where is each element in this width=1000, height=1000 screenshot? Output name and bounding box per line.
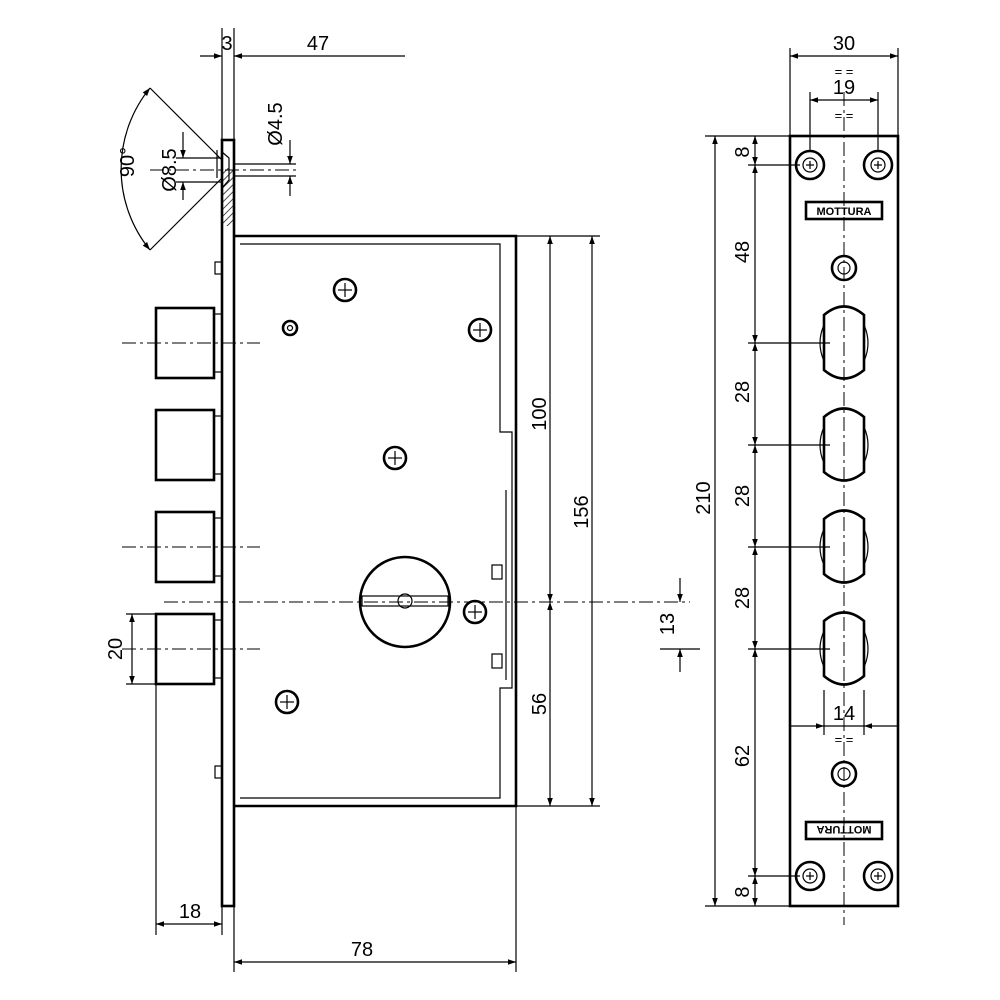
- bolt-2: [154, 408, 223, 482]
- brand-label-bottom: MOTTURA: [816, 823, 871, 835]
- dim-hole-spacing: 19: [833, 77, 855, 99]
- dim-bottom-edge: 8: [732, 886, 754, 897]
- dim-total-height: 210: [693, 481, 715, 514]
- dim-bolt-height: 20: [105, 638, 127, 660]
- screw-hole-lower-center: [830, 760, 858, 788]
- lock-case: [214, 234, 518, 808]
- case-screw-2: [467, 317, 493, 343]
- dim-key-offset: 13: [657, 613, 679, 635]
- dim-lower-spacing: 62: [732, 745, 754, 767]
- dim-backset: 47: [307, 33, 329, 55]
- case-screw-3: [382, 445, 408, 471]
- equal-mark-19: = =: [835, 108, 854, 123]
- brand-plate-top: MOTTURA: [804, 200, 884, 221]
- faceplate-front-view: MOTTURA MOTTURA 30 = =: [693, 33, 900, 925]
- dim-plate-width: 30: [833, 33, 855, 55]
- dim-bottom-height: 56: [529, 693, 551, 715]
- dim-bolt-projection: 18: [179, 901, 201, 923]
- screw-hole-bottom-right: [862, 860, 894, 892]
- dim-upper-spacing: 48: [732, 241, 754, 263]
- screw-hole-bottom-left: [794, 860, 826, 892]
- dim-countersink-diameter: Ø8.5: [159, 148, 181, 191]
- dim-case-width: 78: [351, 939, 373, 961]
- dim-top-edge: 8: [732, 146, 754, 157]
- case-screw-5: [274, 689, 300, 715]
- brand-plate-bottom: MOTTURA: [804, 820, 884, 841]
- case-rivet: [281, 319, 299, 337]
- case-screw-4: [462, 599, 488, 625]
- dim-bolt-pitch-1: 28: [732, 381, 754, 403]
- dim-top-height: 100: [529, 397, 551, 430]
- case-screw-1: [332, 277, 358, 303]
- dim-flange-thickness: 3: [221, 33, 232, 55]
- dim-case-height: 156: [571, 495, 593, 528]
- dim-hole-diameter: Ø4.5: [265, 102, 287, 145]
- lock-side-view: 3 47 90° Ø8.5 Ø4.5 20 18 78: [105, 28, 700, 972]
- equal-mark-30: = =: [835, 64, 854, 79]
- screw-hole-top-left: [794, 149, 826, 181]
- dim-bolt-pitch-3: 28: [732, 587, 754, 609]
- dim-countersink-angle: 90°: [117, 147, 139, 177]
- equal-mark-14: = =: [835, 732, 854, 747]
- faceplate: [216, 138, 236, 908]
- brand-label-top: MOTTURA: [817, 206, 872, 218]
- dim-slot-width: 14: [833, 703, 855, 725]
- screw-hole-upper-center: [830, 254, 858, 282]
- screw-hole-top-right: [862, 149, 894, 181]
- dim-bolt-pitch-2: 28: [732, 485, 754, 507]
